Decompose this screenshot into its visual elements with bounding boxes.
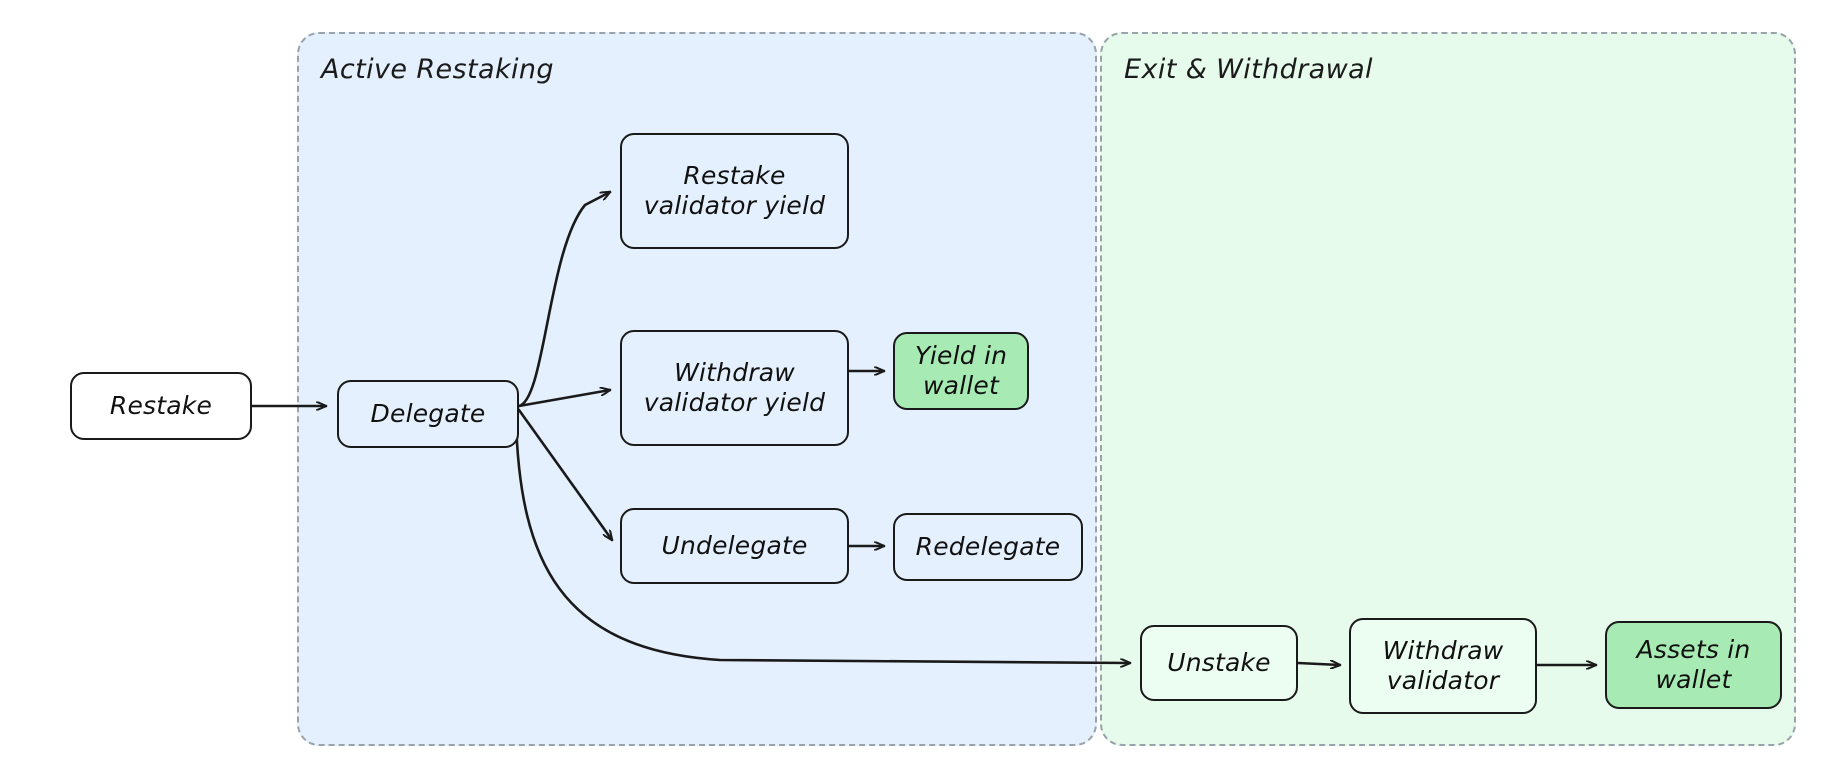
node-label-withdraw-validator: Withdraw validator bbox=[1382, 635, 1504, 696]
node-redelegate[interactable]: Redelegate bbox=[893, 513, 1083, 581]
node-label-restake-validator-yield: Restake validator yield bbox=[643, 160, 826, 221]
subgraph-label-active-restaking: Active Restaking bbox=[321, 54, 554, 85]
node-label-withdraw-validator-yield: Withdraw validator yield bbox=[643, 357, 826, 418]
node-undelegate[interactable]: Undelegate bbox=[620, 508, 849, 584]
node-unstake[interactable]: Unstake bbox=[1140, 625, 1298, 701]
edge-unstake-to-withdraw-validator bbox=[1296, 663, 1342, 665]
node-label-yield-in-wallet: Yield in wallet bbox=[914, 340, 1008, 401]
subgraph-label-exit-withdrawal: Exit & Withdrawal bbox=[1124, 54, 1373, 85]
node-label-restake: Restake bbox=[109, 390, 213, 420]
edge-delegate-to-restake-validator-yield bbox=[517, 190, 610, 408]
node-delegate[interactable]: Delegate bbox=[337, 380, 519, 448]
edge-delegate-to-withdraw-validator-yield bbox=[517, 390, 610, 408]
node-label-redelegate: Redelegate bbox=[915, 531, 1061, 561]
node-restake-validator-yield[interactable]: Restake validator yield bbox=[620, 133, 849, 249]
edge-delegate-to-undelegate bbox=[517, 408, 614, 540]
node-label-assets-in-wallet: Assets in wallet bbox=[1636, 634, 1751, 695]
node-label-delegate: Delegate bbox=[370, 398, 486, 428]
node-withdraw-validator[interactable]: Withdraw validator bbox=[1349, 618, 1537, 714]
node-withdraw-validator-yield[interactable]: Withdraw validator yield bbox=[620, 330, 849, 446]
node-yield-in-wallet[interactable]: Yield in wallet bbox=[893, 332, 1029, 410]
edge-delegate-to-unstake bbox=[514, 418, 1132, 663]
node-label-unstake: Unstake bbox=[1167, 647, 1271, 677]
node-label-undelegate: Undelegate bbox=[661, 530, 808, 560]
node-restake[interactable]: Restake bbox=[70, 372, 252, 440]
node-assets-in-wallet[interactable]: Assets in wallet bbox=[1605, 621, 1782, 709]
